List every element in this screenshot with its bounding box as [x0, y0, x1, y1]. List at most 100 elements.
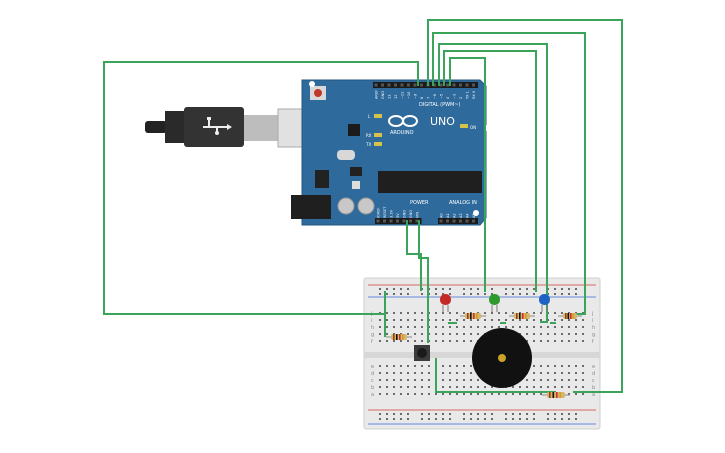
breadboard-hole[interactable]: [512, 319, 514, 321]
resistor[interactable]: [509, 313, 535, 319]
led-red[interactable]: [440, 294, 451, 312]
breadboard-hole[interactable]: [547, 333, 549, 335]
breadboard-hole[interactable]: [379, 393, 381, 395]
reset-button-cap[interactable]: [314, 89, 322, 97]
breadboard-hole[interactable]: [379, 386, 381, 388]
breadboard-hole[interactable]: [463, 365, 465, 367]
breadboard-hole[interactable]: [526, 418, 528, 420]
breadboard-hole[interactable]: [533, 319, 535, 321]
breadboard-hole[interactable]: [449, 319, 451, 321]
breadboard-hole[interactable]: [470, 418, 472, 420]
breadboard-hole[interactable]: [442, 372, 444, 374]
breadboard-hole[interactable]: [435, 340, 437, 342]
breadboard-hole[interactable]: [575, 340, 577, 342]
header-pin[interactable]: [389, 219, 393, 223]
breadboard-hole[interactable]: [449, 386, 451, 388]
breadboard-hole[interactable]: [505, 393, 507, 395]
breadboard-hole[interactable]: [442, 386, 444, 388]
breadboard-hole[interactable]: [414, 386, 416, 388]
breadboard-hole[interactable]: [414, 379, 416, 381]
breadboard-hole[interactable]: [491, 288, 493, 290]
breadboard-hole[interactable]: [568, 340, 570, 342]
breadboard-hole[interactable]: [407, 288, 409, 290]
breadboard-hole[interactable]: [442, 413, 444, 415]
breadboard-hole[interactable]: [554, 293, 556, 295]
breadboard-hole[interactable]: [379, 365, 381, 367]
breadboard-hole[interactable]: [421, 413, 423, 415]
breadboard-hole[interactable]: [477, 326, 479, 328]
breadboard-hole[interactable]: [561, 326, 563, 328]
breadboard-hole[interactable]: [540, 319, 542, 321]
breadboard-hole[interactable]: [491, 386, 493, 388]
breadboard-hole[interactable]: [540, 312, 542, 314]
header-pin[interactable]: [407, 83, 410, 87]
jumper-wires[interactable]: [103, 19, 623, 393]
breadboard-hole[interactable]: [561, 288, 563, 290]
breadboard-hole[interactable]: [484, 418, 486, 420]
breadboard-hole[interactable]: [491, 393, 493, 395]
breadboard-hole[interactable]: [561, 418, 563, 420]
breadboard-hole[interactable]: [435, 333, 437, 335]
breadboard-hole[interactable]: [463, 372, 465, 374]
breadboard-hole[interactable]: [442, 333, 444, 335]
header-pin[interactable]: [383, 219, 386, 223]
breadboard-hole[interactable]: [505, 312, 507, 314]
breadboard-hole[interactable]: [414, 365, 416, 367]
breadboard-hole[interactable]: [484, 393, 486, 395]
header-pin[interactable]: [433, 83, 436, 87]
breadboard-hole[interactable]: [484, 319, 486, 321]
breadboard-hole[interactable]: [386, 413, 388, 415]
breadboard-hole[interactable]: [470, 386, 472, 388]
breadboard-hole[interactable]: [547, 413, 549, 415]
breadboard-hole[interactable]: [449, 288, 451, 290]
breadboard-hole[interactable]: [533, 288, 535, 290]
breadboard-hole[interactable]: [463, 340, 465, 342]
breadboard-hole[interactable]: [442, 312, 444, 314]
header-pin[interactable]: [452, 219, 456, 223]
breadboard-hole[interactable]: [414, 340, 416, 342]
breadboard-hole[interactable]: [393, 393, 395, 395]
breadboard-hole[interactable]: [379, 413, 381, 415]
breadboard-hole[interactable]: [547, 418, 549, 420]
breadboard-hole[interactable]: [407, 379, 409, 381]
breadboard-hole[interactable]: [428, 365, 430, 367]
breadboard-hole[interactable]: [540, 379, 542, 381]
wire-gnd-to-breadboard[interactable]: [418, 220, 429, 343]
breadboard-hole[interactable]: [449, 393, 451, 395]
breadboard-hole[interactable]: [512, 386, 514, 388]
breadboard-hole[interactable]: [477, 319, 479, 321]
breadboard-hole[interactable]: [505, 288, 507, 290]
breadboard-hole[interactable]: [400, 372, 402, 374]
breadboard-hole[interactable]: [435, 413, 437, 415]
breadboard-hole[interactable]: [512, 312, 514, 314]
breadboard-hole[interactable]: [477, 288, 479, 290]
breadboard-hole[interactable]: [400, 326, 402, 328]
breadboard-hole[interactable]: [561, 379, 563, 381]
breadboard-hole[interactable]: [561, 312, 563, 314]
breadboard-hole[interactable]: [582, 393, 584, 395]
breadboard-hole[interactable]: [379, 288, 381, 290]
wire-pin2-to-breadboard[interactable]: [427, 19, 623, 393]
led-green[interactable]: [489, 294, 500, 312]
breadboard-hole[interactable]: [582, 365, 584, 367]
breadboard-hole[interactable]: [575, 319, 577, 321]
breadboard-hole[interactable]: [449, 340, 451, 342]
breadboard-hole[interactable]: [400, 393, 402, 395]
breadboard-hole[interactable]: [540, 386, 542, 388]
breadboard-hole[interactable]: [540, 365, 542, 367]
breadboard-hole[interactable]: [407, 326, 409, 328]
breadboard-hole[interactable]: [379, 326, 381, 328]
breadboard-hole[interactable]: [400, 319, 402, 321]
breadboard-hole[interactable]: [575, 418, 577, 420]
breadboard-hole[interactable]: [442, 319, 444, 321]
breadboard-hole[interactable]: [421, 333, 423, 335]
breadboard-hole[interactable]: [519, 288, 521, 290]
breadboard-hole[interactable]: [533, 326, 535, 328]
breadboard-hole[interactable]: [393, 326, 395, 328]
breadboard-hole[interactable]: [575, 386, 577, 388]
wire-gnd-bus[interactable]: [435, 358, 556, 393]
breadboard-hole[interactable]: [575, 413, 577, 415]
breadboard-hole[interactable]: [484, 413, 486, 415]
breadboard-hole[interactable]: [519, 386, 521, 388]
breadboard-hole[interactable]: [386, 393, 388, 395]
